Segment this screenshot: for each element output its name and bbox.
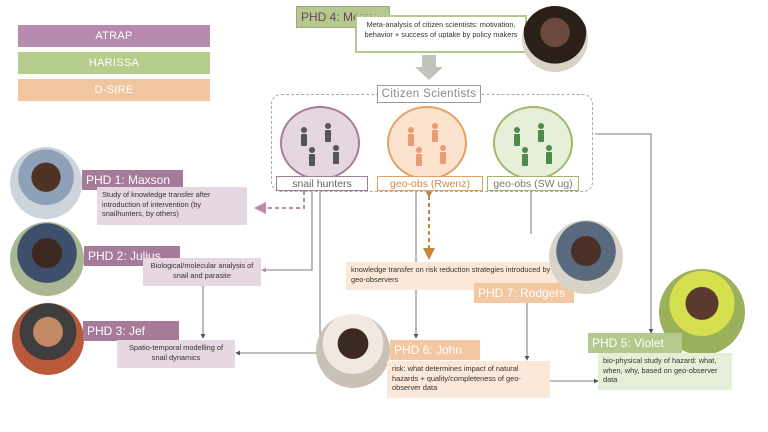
phd3-jef-title: PHD 3: Jef [83, 321, 179, 341]
geo-obs-rwenz-cluster [387, 106, 467, 180]
phd6-john-description: risk: what determines impact of natural … [387, 361, 550, 398]
legend-harissa: HARISSA [18, 52, 210, 74]
phd1-maxson-title: PHD 1: Maxson [82, 170, 183, 190]
snail-to-julius-arrow [261, 191, 313, 273]
rodgers-photo [549, 220, 623, 294]
legend-dsire: D-SIRE [18, 79, 210, 101]
phd2-julius-description: Biological/molecular analysis of snail a… [143, 258, 261, 286]
citizen-scientists-title: Citizen Scientists [377, 85, 481, 103]
phd6-john-title: PHD 6: John [390, 340, 480, 360]
julius-photo [10, 222, 84, 296]
snail-hunters-label: snail hunters [276, 176, 368, 191]
mercy-photo [522, 6, 588, 72]
legend-atrap: ATRAP [18, 25, 210, 47]
phd5-violet-description: bio-physical study of hazard: what, when… [598, 353, 732, 390]
geo-obs-rwenz-label: geo-obs (Rwenz) [377, 176, 483, 191]
jef-photo [12, 303, 84, 375]
phd1-maxson-description: Study of knowledge transfer after introd… [97, 187, 247, 225]
snail-hunters-cluster [280, 106, 360, 180]
snail-to-maxson-arrow [254, 191, 305, 214]
swug-to-violet-arrow [595, 133, 654, 334]
phd4-mercy-description: Meta-analysis of citizen scientists: mot… [355, 15, 527, 53]
people-icon [408, 123, 446, 166]
people-icon [514, 123, 552, 166]
phd5-violet-title: PHD 5: Violet [588, 333, 682, 353]
maxson-photo [10, 147, 82, 219]
geo-obs-swug-label: geo-obs (SW ug) [487, 176, 579, 191]
mercy-down-arrow [415, 55, 443, 80]
geo-obs-swug-cluster [493, 106, 573, 180]
phd7-rodgers-title: PHD 7: Rodgers [474, 283, 574, 303]
people-icon [301, 123, 339, 166]
phd3-jef-description: Spatio-temporal modelling of snail dynam… [117, 340, 235, 368]
john-photo [316, 314, 390, 388]
